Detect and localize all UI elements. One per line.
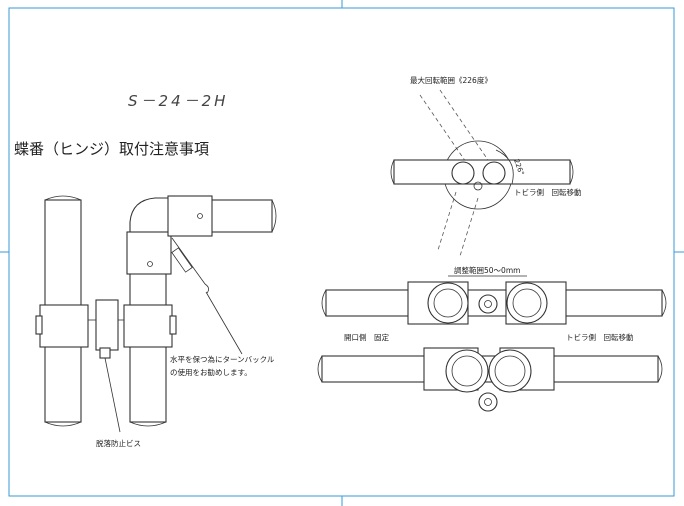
drop-prevention-screw-label: 脱落防止ビス	[96, 438, 141, 448]
closed-position-view	[317, 347, 663, 412]
turnbuckle-note-line1: 水平を保つ為にターンバックル	[170, 354, 275, 364]
door-side-rotation-label-2: トビラ側 回転移動	[566, 332, 634, 342]
hinge-assembly-view	[35, 195, 277, 433]
max-rotation-label: 最大回転範囲《226度》	[410, 75, 492, 85]
rotation-range-view	[390, 89, 574, 257]
sheet-frame	[8, 7, 675, 497]
page-heading: 蝶番（ヒンジ）取付注意事項	[14, 140, 209, 158]
turnbuckle-note-line2: の使用をお勧めします。	[170, 367, 252, 377]
model-code: S－24－2H	[128, 92, 228, 110]
fixed-side-label: 開口側 固定	[344, 332, 389, 342]
door-side-rotation-label: トビラ側 回転移動	[514, 187, 582, 197]
adjust-range-view	[321, 275, 667, 325]
adjust-range-label: 調整範囲50～0mm	[454, 265, 520, 275]
